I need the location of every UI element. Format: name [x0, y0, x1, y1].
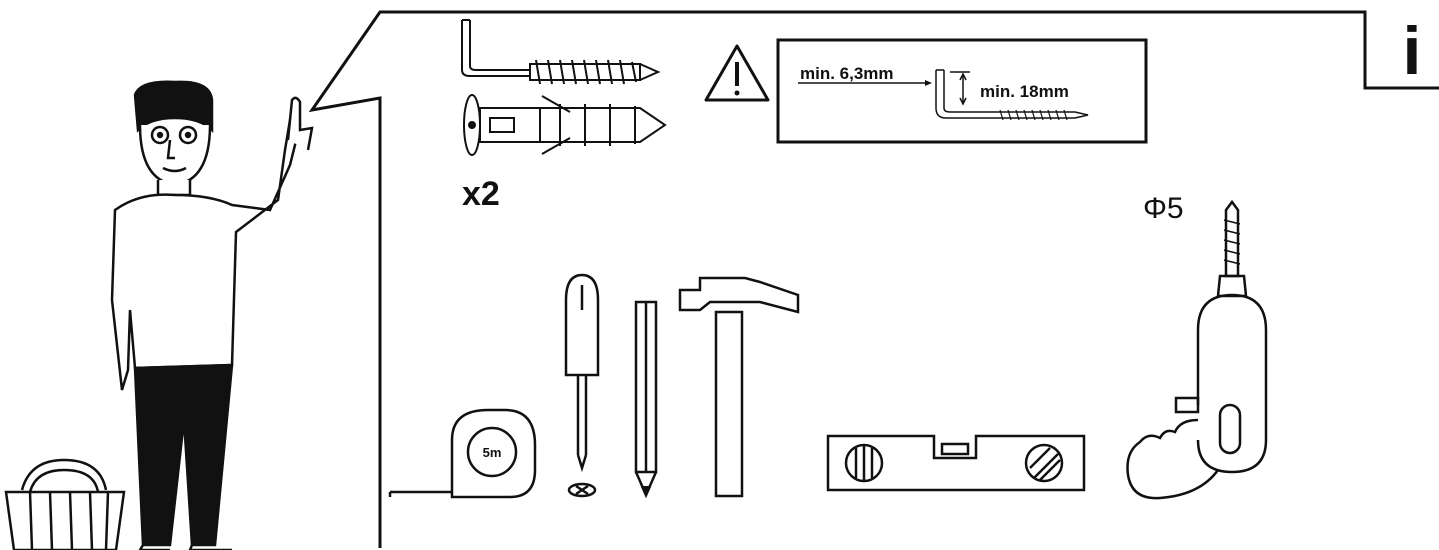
warning-triangle-icon [704, 44, 770, 102]
hammer-icon [678, 276, 800, 498]
drill-bit-size-label: Φ5 [1143, 192, 1184, 225]
min-hook-diameter-label: min. 6,3mm [800, 64, 894, 83]
tape-measure-length-label: 5m [483, 445, 502, 460]
min-hook-length-label: min. 18mm [980, 82, 1069, 101]
small-hook-diagram [935, 69, 1089, 121]
info-icon: i [1403, 13, 1422, 89]
hook-size-warning-box: min. 6,3mm min. 18mm [776, 38, 1148, 144]
basket-icon [4, 458, 126, 550]
quantity-label: x2 [462, 175, 500, 213]
power-drill-icon [1126, 199, 1268, 500]
phillips-screwdriver-icon [564, 273, 600, 498]
info-badge: i [1368, 13, 1439, 90]
pencil-icon [634, 300, 658, 499]
spirit-level-icon [826, 434, 1086, 492]
wall-plug-icon [463, 94, 667, 156]
speech-bubble-frame [308, 10, 1439, 548]
tape-measure-icon: 5m [388, 408, 537, 499]
person-pointing-icon [110, 80, 314, 550]
l-hook-screw-icon [461, 19, 661, 85]
